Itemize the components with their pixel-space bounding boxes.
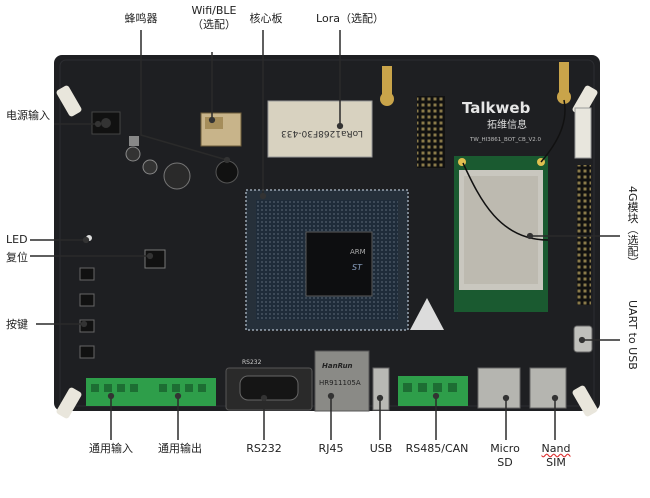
label-keys: 按键 [6,318,28,331]
label-wifi-line1: Wifi/BLE [191,4,237,17]
label-rs485-can: RS485/CAN [405,442,469,455]
label-lora: Lora（选配） [316,12,384,25]
brand-cn: 拓维信息 [487,118,527,131]
label-rj45: RJ45 [318,442,344,455]
mcu-chip [305,231,373,297]
label-power-input: 电源输入 [6,109,50,122]
key-4 [79,345,95,359]
reset-button-part [144,249,166,269]
capacitor-1 [125,146,141,162]
microsd-slot [477,367,521,409]
rj45-part: HR911105A [319,379,361,387]
pin-header-right [577,165,591,305]
label-reset: 复位 [6,251,28,264]
standoff-bottom-left [56,387,82,419]
rs232-silk: RS232 [242,359,262,366]
antenna-lora [382,66,392,96]
uart-usb-connector [573,325,593,353]
label-gpio-out: 通用输出 [158,442,202,455]
label-micro-sd-line2: SD [497,456,513,469]
buzzer-part [215,160,239,184]
label-buzzer: 蜂鸣器 [124,12,158,25]
label-micro-sd-line1: Micro [490,442,520,455]
label-wifi: Wifi/BLE （选配） [192,4,237,32]
standoff-top-left [56,85,82,117]
label-rs232: RS232 [246,442,282,455]
standoff-bottom-right [572,385,598,417]
label-4g-module: 4G模块（选配） [626,186,639,268]
key-1 [79,267,95,281]
label-micro-sd: Micro SD [490,442,520,470]
lora-module [267,100,373,158]
sim-slot [529,367,567,409]
label-wifi-line2: （选配） [191,18,236,31]
mcu-logo: ST [352,263,363,272]
label-core-board: 核心板 [249,12,283,25]
label-nand-sim-line1: Nand [541,442,571,455]
inductor [163,162,191,190]
capacitor-2 [142,159,158,175]
lora-chip-text: LoRa1268F30-433 [281,128,363,138]
label-led: LED [6,233,28,246]
label-gpio-in: 通用输入 [89,442,133,455]
key-3 [79,319,95,333]
key-2 [79,293,95,307]
mcu-brand: ARM [350,248,366,256]
leader-lines [30,30,620,440]
rj45-connector [314,350,370,412]
led-part [86,235,92,241]
label-uart-usb: UART to USB [626,300,639,370]
board-id: TW_HI3861_BOT_CB_V2.0 [469,137,542,143]
rj45-brand: HanRun [322,362,353,370]
pin-header-top [417,96,445,168]
usb-connector [372,367,390,411]
esd-warning-icon [410,298,444,330]
antenna-4g [559,62,569,92]
brand-logo: Talkweb [462,99,531,117]
label-nand-sim: Nand SIM [542,442,571,470]
label-nand-sim-line2: SIM [546,456,566,469]
label-usb: USB [369,442,393,455]
